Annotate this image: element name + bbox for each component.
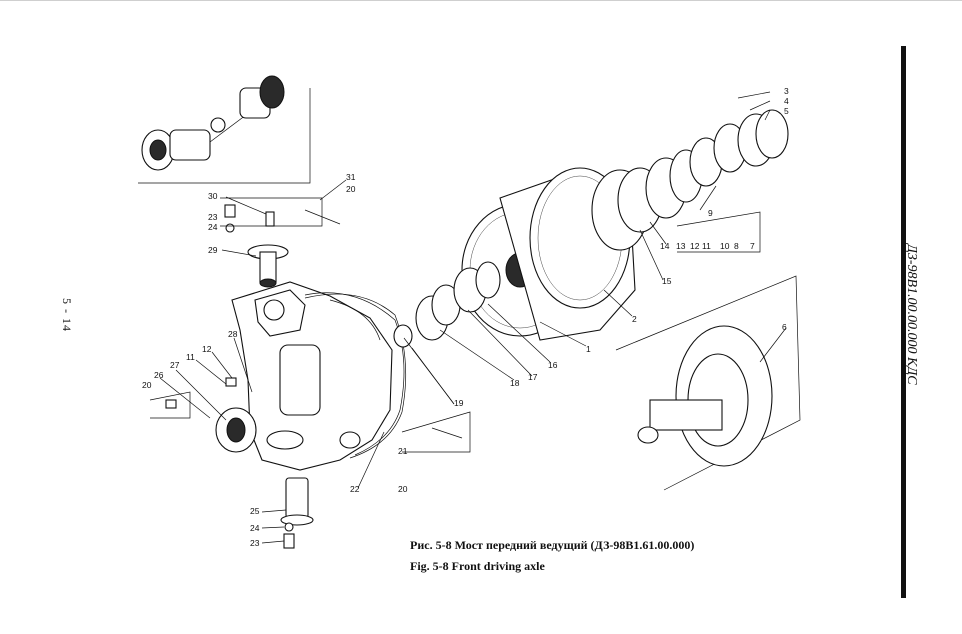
callout-8: 8 [734,241,739,251]
callout-22: 22 [350,484,360,494]
callout-2: 2 [632,314,637,324]
callout-20-bottom: 20 [398,484,408,494]
callout-12-left: 12 [202,344,212,354]
bearing-stack-left [393,261,501,348]
callout-14: 14 [660,241,670,251]
side-gear-left [215,407,257,453]
callout-25: 25 [250,506,260,516]
page-right-border [901,46,906,598]
figure-caption-en: Fig. 5-8 Front driving axle [410,559,545,573]
callout-29: 29 [208,245,218,255]
callout-21: 21 [398,446,408,456]
axle-housing [231,281,405,471]
figure-caption-ru: Рис. 5-8 Мост передний ведущий (ДЗ-98В1.… [410,538,695,552]
callout-26: 26 [154,370,164,380]
callout-9: 9 [708,208,713,218]
callout-23-bottom: 23 [250,538,260,548]
callout-28: 28 [228,329,238,339]
callout-11: 11 [702,241,711,251]
hub-flange-inset [615,275,801,491]
callout-24-bottom: 24 [250,523,260,533]
callout-13: 13 [676,241,686,251]
pinion-flange-top [247,244,289,288]
callout-10: 10 [720,241,730,251]
callout-31: 31 [346,172,356,182]
callout-16: 16 [548,360,558,370]
leader-lines [159,91,787,544]
callout-15: 15 [662,276,672,286]
axle-overview-inset [138,75,311,184]
bearing-stack-right [617,109,789,233]
callout-5: 5 [784,106,789,116]
callout-4: 4 [784,96,789,106]
callout-19: 19 [454,398,464,408]
callout-23-top: 23 [208,212,218,222]
callout-3: 3 [784,86,789,96]
callout-6: 6 [782,322,787,332]
callout-30: 30 [208,191,218,201]
callout-labels: 1 2 3 4 5 6 7 8 9 10 11 12 13 14 15 16 1… [142,86,789,548]
output-shaft-bottom [280,477,314,526]
callout-11-left: 11 [186,352,195,362]
differential-assembly [461,167,649,341]
callout-27: 27 [170,360,180,370]
callout-24-top: 24 [208,222,218,232]
callout-7: 7 [750,241,755,251]
top-rule [0,0,962,1]
callout-17: 17 [528,372,538,382]
callout-18: 18 [510,378,520,388]
callout-12: 12 [690,241,700,251]
callout-20-left: 20 [142,380,152,390]
callout-20-top: 20 [346,184,356,194]
callout-1: 1 [586,344,591,354]
